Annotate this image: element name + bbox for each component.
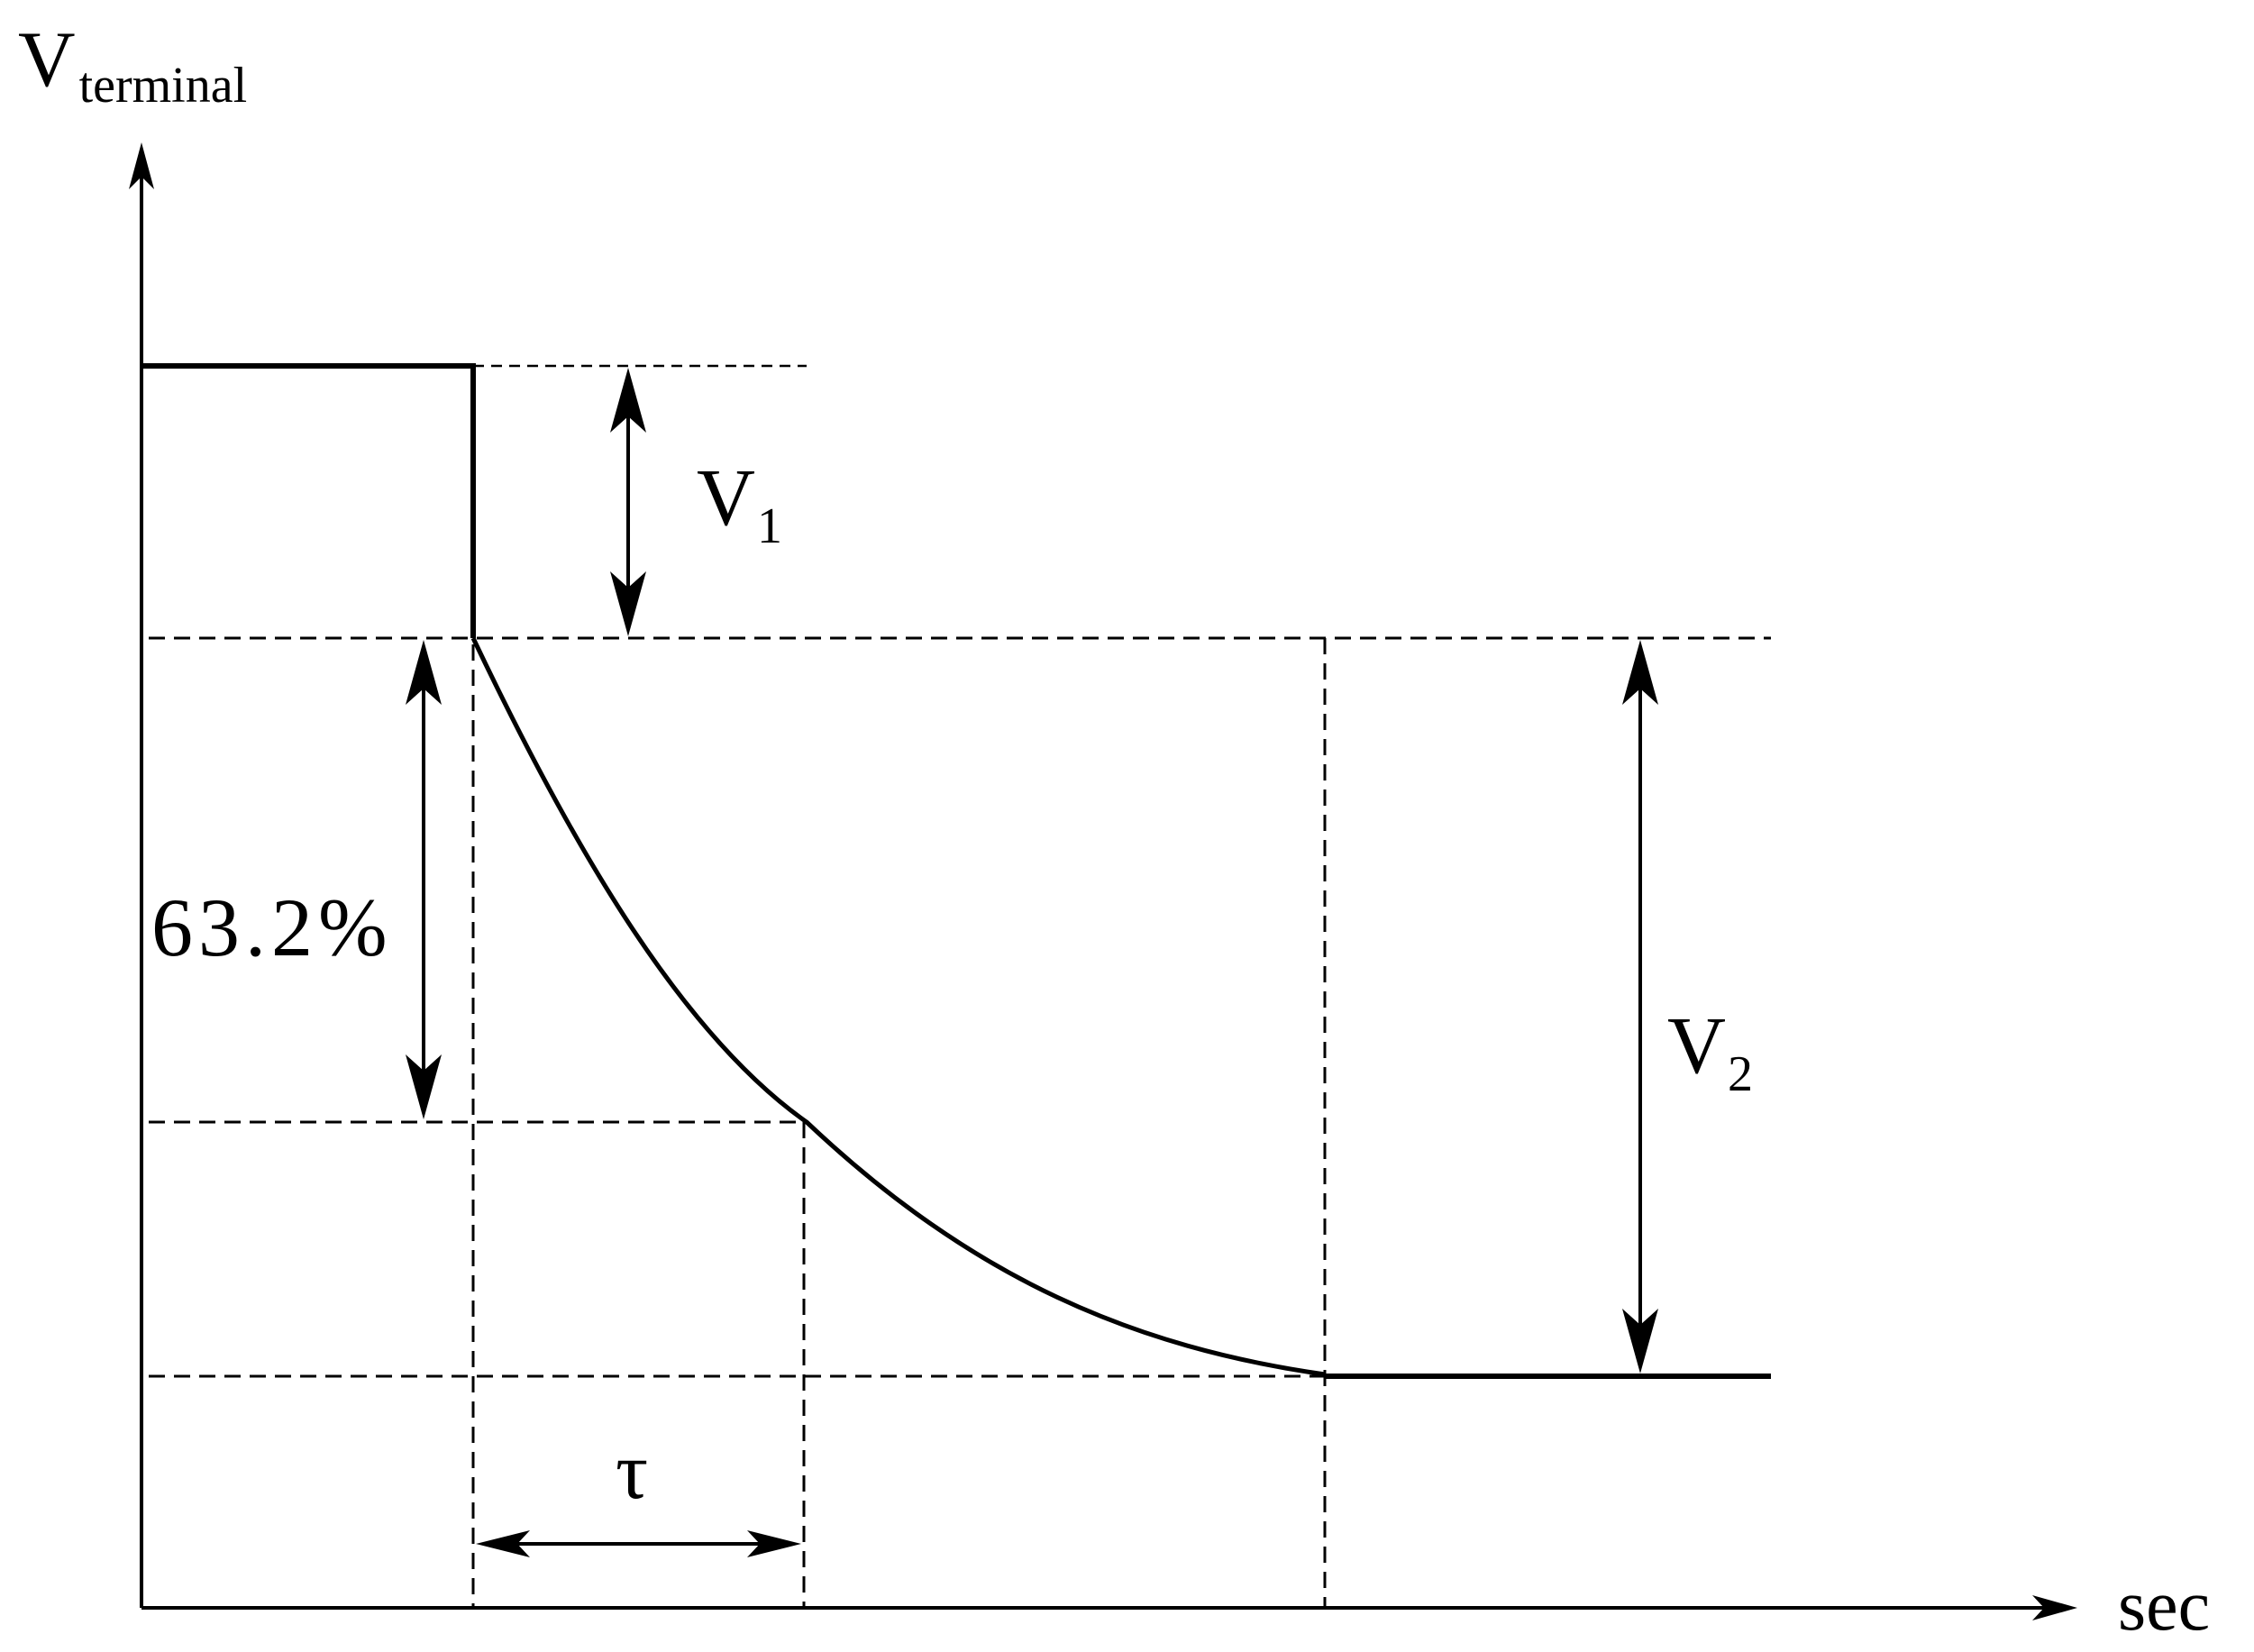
x-axis-arrowhead bbox=[2032, 1595, 2077, 1620]
tau-arrowhead-right bbox=[747, 1530, 801, 1557]
percent-arrowhead-top bbox=[406, 640, 442, 705]
v1-arrowhead-bottom bbox=[610, 571, 646, 636]
tau-arrowhead-left bbox=[476, 1530, 530, 1557]
v2-arrowhead-bottom bbox=[1622, 1309, 1658, 1374]
y-axis-label: Vterminal bbox=[18, 16, 247, 114]
v2-arrowhead-top bbox=[1622, 640, 1658, 705]
v2-label: V2 bbox=[1667, 1001, 1753, 1102]
tau-label: τ bbox=[616, 1427, 648, 1516]
y-axis-arrowhead bbox=[129, 142, 154, 189]
v1-label-subscript: 1 bbox=[757, 498, 782, 554]
percent-label: 63.2% bbox=[151, 881, 393, 973]
y-axis-label-subscript: terminal bbox=[79, 58, 248, 114]
v1-label: V1 bbox=[697, 453, 782, 554]
percent-arrowhead-bottom bbox=[406, 1054, 442, 1119]
relaxation-curve bbox=[470, 636, 1326, 1377]
v1-arrowhead-top bbox=[610, 368, 646, 433]
x-axis-label: sec bbox=[2118, 1566, 2210, 1646]
voltage-step-line bbox=[141, 363, 476, 638]
v2-label-subscript: 2 bbox=[1728, 1046, 1753, 1102]
